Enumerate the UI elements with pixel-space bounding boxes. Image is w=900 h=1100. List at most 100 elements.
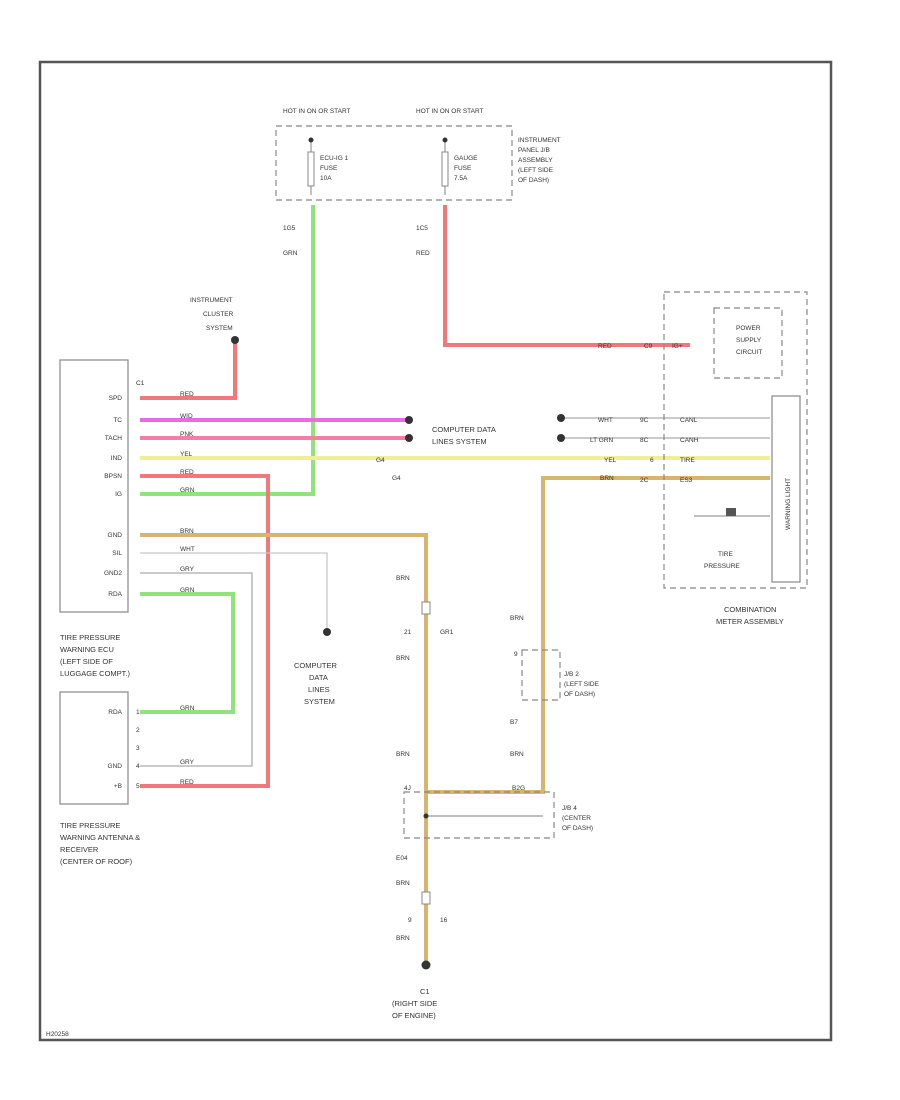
wires — [140, 205, 770, 965]
ground-path: BRN 21 GR1 BRN BRN E04 BRN 9 16 BRN C1 (… — [392, 575, 454, 1020]
antenna-label-1: TIRE PRESSURE — [60, 821, 120, 830]
ecu-wire-label: RED — [180, 391, 194, 398]
gauge-fuse-name: GAUGE — [454, 155, 478, 162]
meter-outline — [663, 291, 808, 589]
tire-pressure-ecu: SPDREDTCWIDTACHPNKINDYELBPSNREDIGGRNGNDB… — [59, 359, 195, 678]
cdl-bottom-3: LINES — [308, 685, 330, 694]
meter-label-2: METER ASSEMBLY — [716, 617, 784, 626]
ecu-connector-label: C1 — [136, 380, 145, 387]
jb2-label-1: J/B 2 — [564, 671, 579, 678]
jb2-label-2: (LEFT SIDE — [564, 681, 600, 688]
ecu-pin-list: SPDREDTCWIDTACHPNKINDYELBPSNREDIGGRNGNDB… — [104, 380, 195, 598]
ecu-pin-label: IG — [115, 491, 122, 498]
splice-label-top: G4 — [376, 457, 385, 464]
antenna-label-4: (CENTER OF ROOF) — [60, 857, 133, 866]
wire-sil-white — [140, 552, 328, 628]
ecu-label-3: (LEFT SIDE OF — [60, 657, 113, 666]
power-supply-2: SUPPLY — [736, 337, 762, 344]
meter-label-1: COMBINATION — [724, 605, 776, 614]
gp-conn-4: 16 — [440, 917, 448, 924]
ecu-pin-label: BPSN — [104, 473, 122, 480]
jb4-outline — [403, 791, 555, 839]
gauge-fuse-word: FUSE — [454, 165, 472, 172]
ecu-label-1: TIRE PRESSURE — [60, 633, 120, 642]
panel-jb-label-2: PANEL J/B — [518, 147, 550, 154]
jb2-pin-2: B7 — [510, 719, 518, 726]
cdl-bottom-1: COMPUTER — [294, 661, 338, 670]
cluster-label-3: SYSTEM — [206, 325, 233, 332]
panel-jb-label-1: INSTRUMENT — [518, 137, 561, 144]
meter-pin-ig: IG+ — [672, 343, 683, 350]
antenna-wire-label: GRY — [180, 759, 195, 766]
antenna-pin-label: +B — [114, 783, 122, 790]
meter-num-2: 8C — [640, 437, 649, 444]
cdl-bottom-2: DATA — [309, 673, 328, 682]
ecu-pin-label: RDA — [108, 591, 122, 598]
meter-wire-brn: BRN — [600, 475, 614, 482]
antenna-label-3: RECEIVER — [60, 845, 99, 854]
splice-label-bottom: G4 — [392, 475, 401, 482]
antenna-pin-label: RDA — [108, 709, 122, 716]
meter-wire-wht: WHT — [598, 417, 613, 424]
ecu-pin-label: GND — [108, 532, 123, 539]
ecu-box — [59, 359, 129, 613]
jb4-label-3: OF DASH) — [562, 825, 593, 832]
meter-num-5: C9 — [644, 343, 653, 350]
wire-gauge-red — [443, 205, 690, 347]
meter-pin-canh: CANH — [680, 437, 699, 444]
ecu-pin-label: IND — [111, 455, 123, 462]
meter-pin-tire: TIRE — [680, 457, 695, 464]
wire-spd-red — [140, 342, 237, 400]
ground-icon — [421, 960, 431, 970]
gp-conn-2: GR1 — [440, 629, 454, 636]
ecu-wire-label: RED — [180, 469, 194, 476]
ecu-wire-label: YEL — [180, 451, 193, 458]
meter-wire-ltgrn: LT GRN — [590, 437, 614, 444]
antenna-pin-number: 1 — [136, 709, 140, 716]
gp-wire-4: BRN — [396, 880, 410, 887]
tire-pressure-1: TIRE — [718, 551, 733, 558]
tire-pressure-2: PRESSURE — [704, 563, 740, 570]
ecu-fuse-name: ECU-IG 1 — [320, 155, 349, 162]
wire-gnd2-gray — [140, 572, 253, 767]
footer-code: H20258 — [46, 1031, 69, 1038]
panel-jb-label-4: (LEFT SIDE — [518, 167, 554, 174]
panel-jb-label-3: ASSEMBLY — [518, 157, 553, 164]
ecu-wire-label: GRN — [180, 487, 195, 494]
meter-inner-box — [771, 395, 801, 583]
left-hot-label: HOT IN ON OR START — [283, 108, 351, 115]
ground-label-3: OF ENGINE) — [392, 1011, 436, 1020]
fuse-pin-right: 1C5 — [416, 225, 428, 232]
jb4-pin-2: B2G — [512, 785, 525, 792]
ecu-pin-label: GND2 — [104, 570, 122, 577]
gp-conn-3: 9 — [408, 917, 412, 924]
ecu-fuse-word: FUSE — [320, 165, 338, 172]
ecu-fuse-rating: 10A — [320, 175, 332, 182]
meter-num-1: 9C — [640, 417, 649, 424]
junction-blocks: BRN 9 B7 BRN J/B 2 (LEFT SIDE OF DASH) 4… — [403, 615, 600, 839]
cdl-bottom-4: SYSTEM — [304, 697, 335, 706]
gp-wire-1: BRN — [396, 575, 410, 582]
ecu-label-2: WARNING ECU — [60, 645, 114, 654]
meter-num-3: 6 — [650, 457, 654, 464]
fuse-wire-right: RED — [416, 250, 430, 257]
jb2-label-3: OF DASH) — [564, 691, 595, 698]
fuse-wire-left: GRN — [283, 250, 298, 257]
panel-jb-label-5: OF DASH) — [518, 177, 549, 184]
gp-wire-2: BRN — [396, 655, 410, 662]
ecu-pin-label: TACH — [105, 435, 123, 442]
ecu-wire-label: WHT — [180, 546, 195, 553]
jb4-pin-1: 4J — [404, 785, 411, 792]
meter-pin-canl: CANL — [680, 417, 698, 424]
computer-data-lines: COMPUTER DATA LINES SYSTEM G4 G4 — [376, 414, 565, 482]
cluster-label-2: CLUSTER — [203, 311, 234, 318]
power-supply-3: CIRCUIT — [736, 349, 762, 356]
jb4-label-1: J/B 4 — [562, 805, 577, 812]
panel-jb-outline — [275, 125, 513, 201]
ecu-pin-label: TC — [113, 417, 122, 424]
ecu-wire-label: WID — [180, 413, 193, 420]
gp-wire-3: BRN — [396, 751, 410, 758]
